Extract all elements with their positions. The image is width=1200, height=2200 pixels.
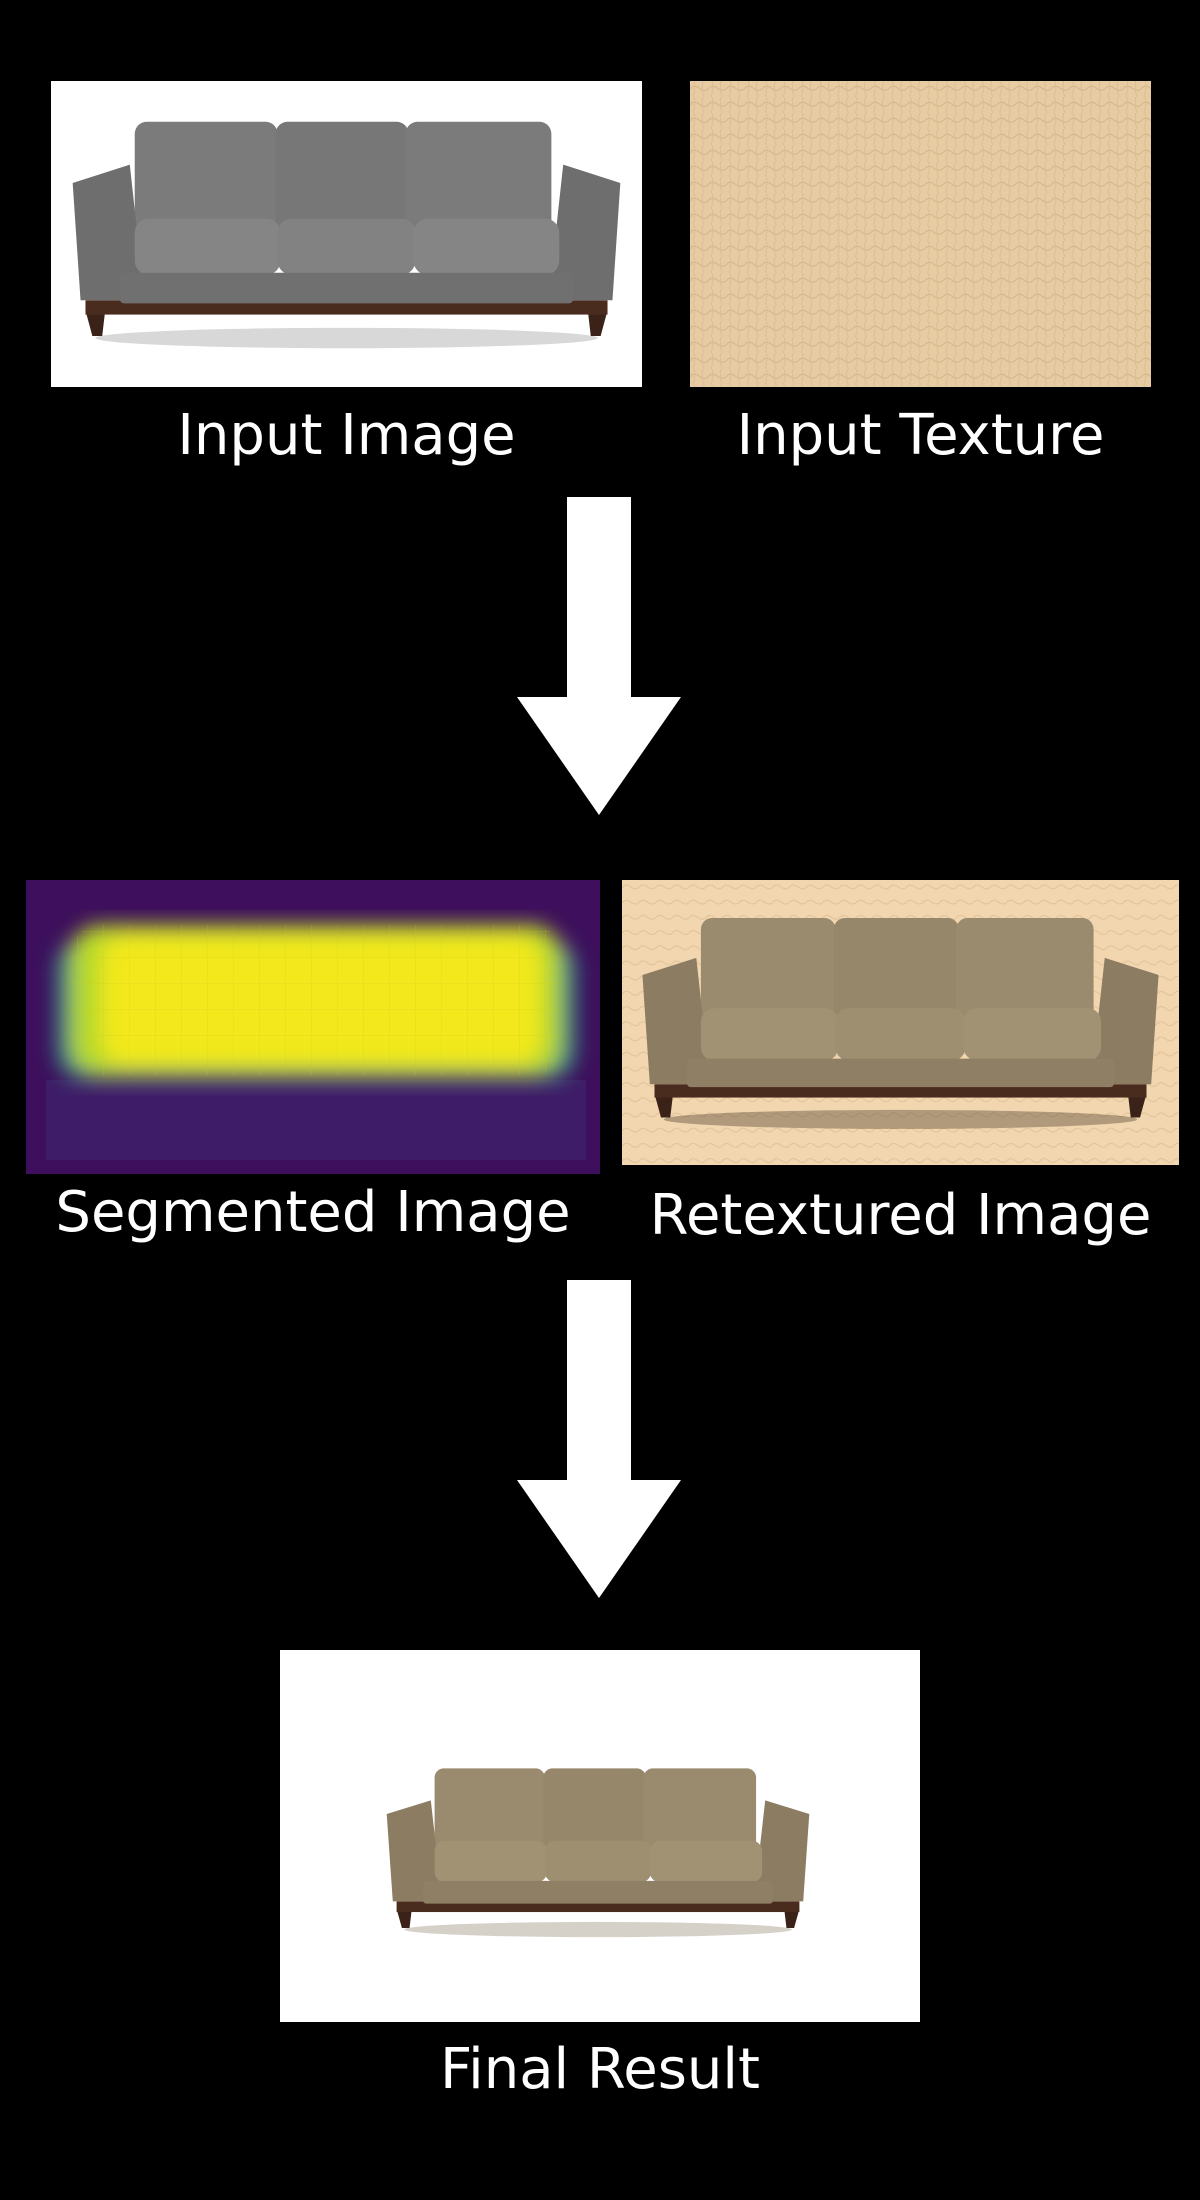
input-texture: [690, 81, 1151, 387]
gray-sofa-image: [51, 81, 642, 387]
segmented-image-caption: Segmented Image: [55, 1180, 571, 1245]
segmentation-mask: [26, 880, 600, 1174]
final-sofa-image: [280, 1650, 920, 2022]
final-result-caption: Final Result: [440, 2037, 760, 2102]
leather-texture-image: [690, 81, 1151, 387]
final-result-image: [280, 1650, 920, 2022]
input-texture-caption: Input Texture: [736, 403, 1105, 468]
arrow-down-icon: [517, 497, 681, 815]
retextured-image-caption: Retextured Image: [649, 1183, 1152, 1248]
retextured-sofa-image: [622, 880, 1179, 1165]
input-image-caption: Input Image: [177, 403, 516, 468]
segmented-image: [26, 880, 600, 1174]
arrow-down-icon: [517, 1280, 681, 1598]
input-image: [51, 81, 642, 387]
retextured-image: [622, 880, 1179, 1165]
